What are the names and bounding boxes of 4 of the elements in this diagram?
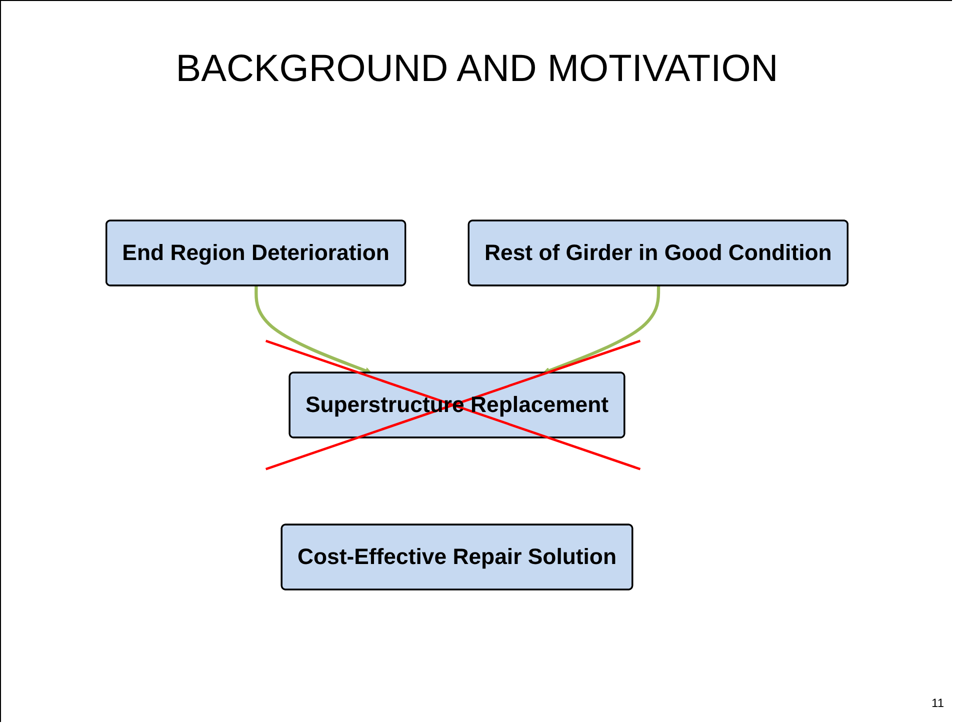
slide-title: BACKGROUND AND MOTIVATION [174,48,780,91]
arrow [543,286,660,374]
arrow [254,286,372,374]
page-number: 11 [932,696,944,710]
